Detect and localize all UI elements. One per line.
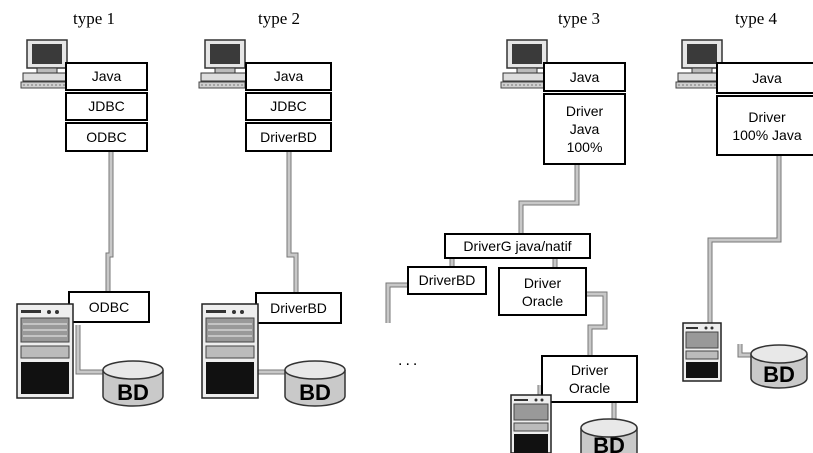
type2-title: type 2 [258, 9, 301, 28]
type1-server-odbc-box: ODBC [68, 291, 150, 323]
database-icon: BD [580, 418, 638, 453]
type3-driverbd-box: DriverBD [407, 266, 487, 295]
type3-driver-java-box: Driver Java 100% [543, 93, 626, 165]
database-icon: BD [284, 360, 346, 407]
db-label: BD [593, 433, 625, 453]
type4-driver-box: Driver 100% Java [716, 95, 813, 156]
type1-odbc-box: ODBC [65, 122, 148, 152]
type4-java-box: Java [716, 62, 813, 94]
computer-icon [500, 39, 554, 89]
server-icon [201, 303, 259, 399]
type3-middleware-box: DriverG java/natif [444, 233, 591, 259]
computer-icon [198, 39, 252, 89]
server-icon [682, 322, 722, 382]
type4-title: type 4 [735, 9, 778, 28]
type2-jdbc-box: JDBC [245, 92, 332, 121]
type2-server-driverbd-box: DriverBD [255, 292, 342, 324]
type2-java-box: Java [245, 62, 332, 91]
db-label: BD [299, 380, 331, 405]
type2-driverbd-box: DriverBD [245, 122, 332, 152]
server-icon [510, 394, 552, 453]
type1-title: type 1 [73, 9, 116, 28]
type1-java-box: Java [65, 62, 148, 91]
type3-driver-oracle-box: Driver Oracle [498, 267, 587, 316]
server-icon [16, 303, 74, 399]
db-label: BD [763, 362, 795, 387]
wire-type3 [385, 165, 617, 420]
db-label: BD [117, 380, 149, 405]
type3-ellipsis: ... [398, 352, 421, 369]
wire-type1 [75, 152, 114, 375]
computer-icon [20, 39, 74, 89]
type3-server-driver-oracle-box: Driver Oracle [541, 355, 638, 403]
type1-jdbc-box: JDBC [65, 92, 148, 121]
database-icon: BD [102, 360, 164, 407]
database-icon: BD [750, 344, 808, 389]
type3-java-box: Java [543, 62, 626, 92]
type3-title: type 3 [558, 9, 601, 28]
